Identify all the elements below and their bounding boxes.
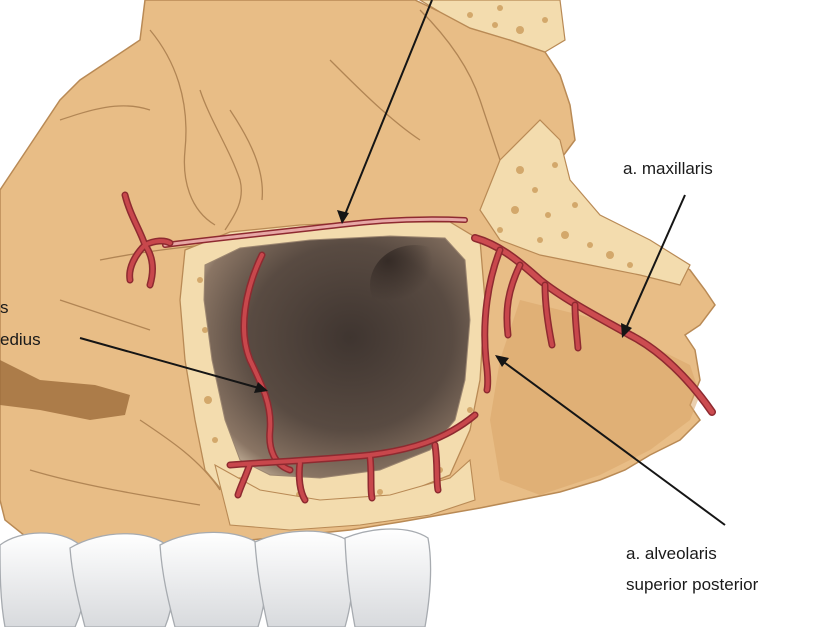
- teeth: [0, 529, 431, 627]
- label-alveolaris-line1: a. alveolaris: [626, 544, 717, 563]
- sinus-shadow-spot: [370, 245, 460, 325]
- label-infraorbital-line2: edius: [0, 330, 41, 349]
- label-alveolaris-line2: superior posterior: [626, 575, 759, 594]
- label-infraorbital-line1: s: [0, 298, 9, 317]
- label-maxillaris: a. maxillaris: [623, 159, 713, 178]
